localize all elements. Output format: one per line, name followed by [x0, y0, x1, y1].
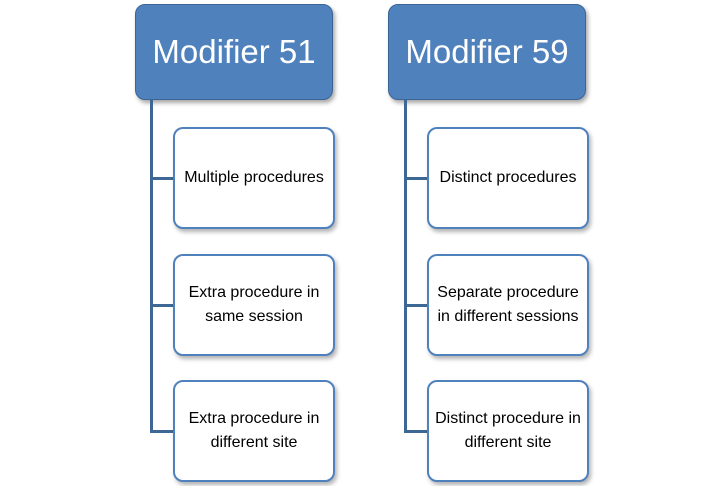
modifier-59-item-3: Distinct procedure in different site: [427, 380, 589, 482]
item-label: Distinct procedure in different site: [435, 410, 581, 451]
modifier-59-item-1: Distinct procedures: [427, 127, 589, 229]
connector-line: [404, 430, 427, 433]
modifier-59-header: Modifier 59: [388, 4, 586, 100]
modifier-59-item-2: Separate procedure in different sessions: [427, 254, 589, 356]
connector-line: [150, 304, 173, 307]
modifier-59-trunk-line: [404, 100, 407, 430]
item-label: Multiple procedures: [184, 169, 324, 186]
modifier-51-item-1: Multiple procedures: [173, 127, 335, 229]
connector-line: [404, 304, 427, 307]
item-label: Distinct procedures: [439, 169, 577, 186]
modifier-51-trunk-line: [150, 100, 153, 430]
item-label: Separate procedure in different sessions: [437, 284, 579, 325]
connector-line: [150, 177, 173, 180]
modifier-51-item-2: Extra procedure in same session: [173, 254, 335, 356]
connector-line: [150, 430, 173, 433]
item-label: Extra procedure in different site: [188, 410, 320, 451]
connector-line: [404, 177, 427, 180]
item-label: Extra procedure in same session: [188, 284, 320, 325]
modifier-51-header: Modifier 51: [135, 4, 333, 100]
modifier-51-item-3: Extra procedure in different site: [173, 380, 335, 482]
